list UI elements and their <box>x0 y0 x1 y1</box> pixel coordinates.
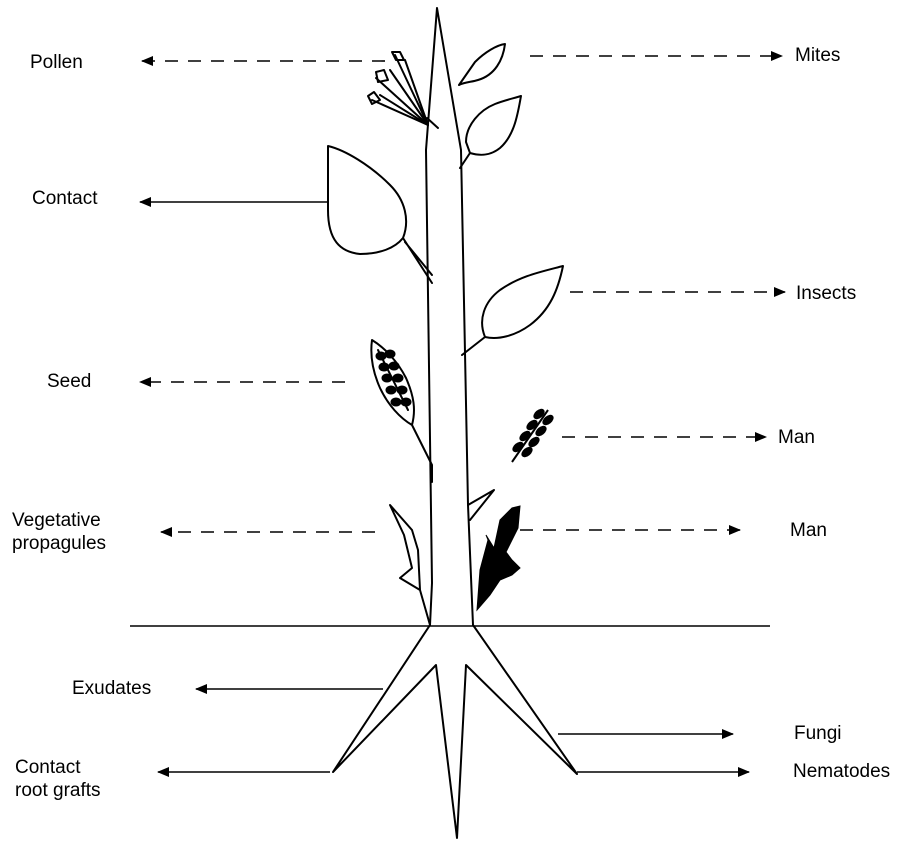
vegetative-propagule-left <box>390 505 430 625</box>
seed-spike <box>511 407 555 462</box>
label-insects: Insects <box>796 282 856 305</box>
label-man-seed: Man <box>778 426 815 449</box>
leaf-upper-right-2 <box>460 96 521 168</box>
flower-umbel <box>368 52 428 125</box>
seed-pod <box>371 340 432 482</box>
label-fungi: Fungi <box>794 722 842 745</box>
leaf-contact <box>328 146 432 283</box>
plant-stem <box>333 8 577 838</box>
leaf-upper-right-1 <box>459 44 505 85</box>
label-vegetative-line2: propagules <box>12 533 106 554</box>
label-pollen: Pollen <box>30 51 83 74</box>
label-nematodes: Nematodes <box>793 760 890 783</box>
label-exudates: Exudates <box>72 677 151 700</box>
label-vegetative-line1: Vegetative <box>12 510 101 531</box>
label-contact: Contact <box>32 187 97 210</box>
label-vegetative: Vegetative propagules <box>12 509 106 555</box>
label-contact-root-line2: root grafts <box>15 780 101 801</box>
vegetative-propagule-dark <box>477 506 520 610</box>
leaf-insects <box>462 266 563 355</box>
stem-spur-right <box>468 490 494 520</box>
label-contact-root: Contact root grafts <box>15 756 101 802</box>
label-mites: Mites <box>795 44 840 67</box>
label-seed: Seed <box>47 370 91 393</box>
label-contact-root-line1: Contact <box>15 757 80 778</box>
label-man-vegetative: Man <box>790 519 827 542</box>
